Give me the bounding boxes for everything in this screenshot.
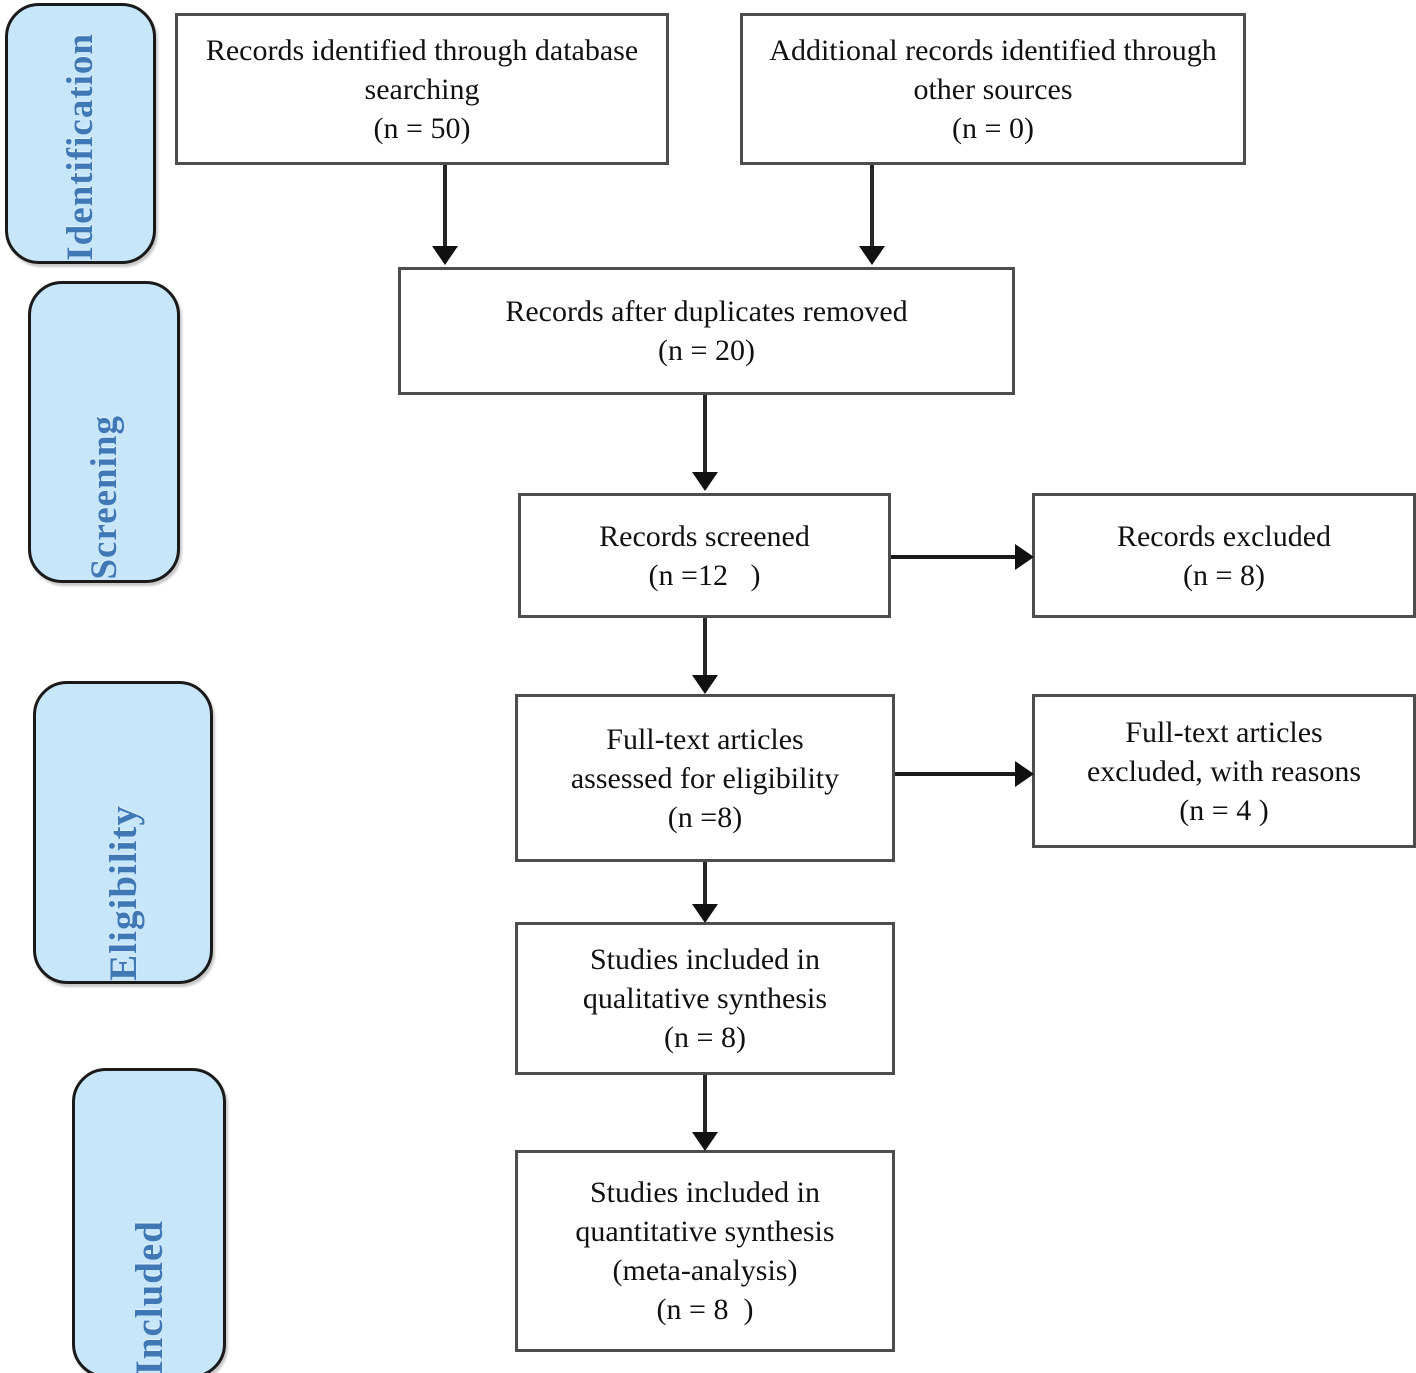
box-fulltext-excluded-with-reasons: Full-text articles excluded, with reason… — [1032, 694, 1416, 848]
connector-screened-to-fulltext — [703, 618, 707, 676]
stage-identification-label: Identification — [60, 33, 101, 261]
box-line: assessed for eligibility — [570, 761, 840, 795]
box-line: Studies included in — [590, 1176, 820, 1209]
box-line: Full-text articles — [1125, 715, 1323, 749]
connector-fulltext-to-fulltext-excluded — [895, 772, 1018, 776]
box-records-screened: Records screened (n =12 ) — [518, 493, 891, 618]
box-line: Records after duplicates removed — [505, 295, 908, 328]
box-records-excluded: Records excluded (n = 8) — [1032, 493, 1416, 618]
connector-screened-to-records-excluded — [891, 555, 1018, 559]
box-line: searching — [364, 72, 480, 106]
box-count: (n = 8 ) — [656, 1293, 754, 1326]
connector-other-sources-to-duplicates — [870, 165, 874, 249]
stage-eligibility-label: Eligibility — [101, 805, 145, 981]
arrowhead-down-icon — [859, 246, 885, 265]
box-count: (n =8) — [667, 800, 743, 834]
stage-included: Included — [72, 1068, 226, 1373]
box-count: (n =12 ) — [648, 558, 761, 592]
box-studies-quantitative-synthesis: Studies included in quantitative synthes… — [515, 1150, 895, 1352]
box-line: Records screened — [599, 519, 810, 553]
box-records-after-duplicates-removed: Records after duplicates removed (n = 20… — [398, 267, 1015, 395]
box-count: (n = 8) — [664, 1021, 746, 1054]
box-count: (n = 50) — [373, 111, 471, 145]
box-studies-qualitative-synthesis: Studies included in qualitative synthesi… — [515, 922, 895, 1075]
box-count: (n = 0) — [952, 111, 1034, 145]
box-count: (n = 4 ) — [1179, 793, 1269, 827]
arrowhead-down-icon — [432, 246, 458, 265]
box-line: quantitative synthesis — [575, 1215, 835, 1248]
connector-qualitative-to-quantitative — [703, 1075, 707, 1133]
box-additional-records-other-sources: Additional records identified through ot… — [740, 13, 1246, 165]
box-line: Studies included in — [590, 943, 820, 976]
arrowhead-right-icon — [1015, 761, 1034, 787]
arrowhead-down-icon — [692, 1132, 718, 1151]
box-records-identified-database: Records identified through database sear… — [175, 13, 669, 165]
stage-screening-label: Screening — [83, 415, 125, 580]
box-line: excluded, with reasons — [1086, 754, 1362, 788]
box-line: Records identified through database — [205, 33, 639, 67]
connector-duplicates-to-screened — [703, 395, 707, 473]
connector-fulltext-to-qualitative — [703, 862, 707, 906]
arrowhead-down-icon — [692, 675, 718, 694]
box-line: Records excluded — [1116, 519, 1332, 553]
stage-identification: Identification — [5, 3, 156, 264]
box-fulltext-assessed-eligibility: Full-text articles assessed for eligibil… — [515, 694, 895, 862]
box-count: (n = 20) — [658, 334, 755, 367]
box-line: qualitative synthesis — [582, 982, 828, 1015]
box-line: Additional records identified through — [769, 33, 1217, 67]
box-line: (meta-analysis) — [612, 1254, 798, 1287]
arrowhead-right-icon — [1015, 544, 1034, 570]
connector-database-to-duplicates — [443, 165, 447, 249]
box-count: (n = 8) — [1183, 558, 1265, 592]
arrowhead-down-icon — [692, 904, 718, 923]
stage-included-label: Included — [127, 1219, 171, 1373]
stage-eligibility: Eligibility — [33, 681, 213, 984]
arrowhead-down-icon — [692, 472, 718, 491]
box-line: other sources — [913, 72, 1073, 106]
box-line: Full-text articles — [606, 722, 804, 756]
stage-screening: Screening — [28, 281, 180, 583]
